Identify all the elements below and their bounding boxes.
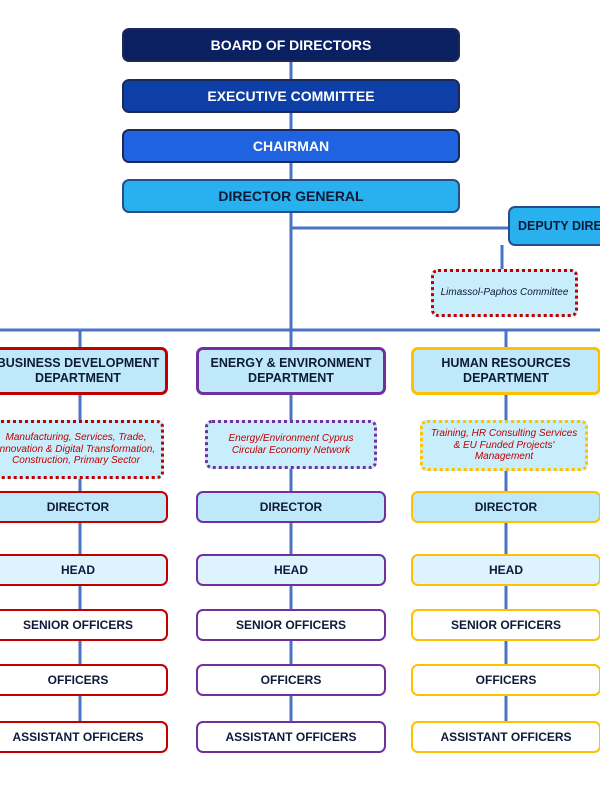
energy-senior-officers-box: SENIOR OFFICERS — [196, 609, 386, 641]
hr-director-box: DIRECTOR — [411, 491, 600, 523]
energy-environment-network: Energy/Environment Cyprus Circular Econo… — [205, 420, 377, 469]
business-officers-box: OFFICERS — [0, 664, 168, 696]
limassol-paphos-committee-box: Limassol-Paphos Committee — [431, 269, 578, 317]
hr-assistant-officers-box: ASSISTANT OFFICERS — [411, 721, 600, 753]
executive-committee-box: EXECUTIVE COMMITTEE — [122, 79, 460, 113]
hr-senior-officers-box: SENIOR OFFICERS — [411, 609, 600, 641]
board-of-directors-box: BOARD OF DIRECTORS — [122, 28, 460, 62]
human-resources-department: HUMAN RESOURCES DEPARTMENT — [411, 347, 600, 395]
business-head-box: HEAD — [0, 554, 168, 586]
energy-director-box: DIRECTOR — [196, 491, 386, 523]
business-director-box: DIRECTOR — [0, 491, 168, 523]
energy-environment-department: ENERGY & ENVIRONMENT DEPARTMENT — [196, 347, 386, 395]
hr-officers-box: OFFICERS — [411, 664, 600, 696]
energy-assistant-officers-box: ASSISTANT OFFICERS — [196, 721, 386, 753]
energy-officers-box: OFFICERS — [196, 664, 386, 696]
director-general-box: DIRECTOR GENERAL — [122, 179, 460, 213]
business-senior-officers-box: SENIOR OFFICERS — [0, 609, 168, 641]
energy-head-box: HEAD — [196, 554, 386, 586]
business-development-sectors: Manufacturing, Services, Trade, Innovati… — [0, 420, 164, 479]
deputy-director-label: DEPUTY DIRE — [518, 218, 600, 233]
business-assistant-officers-box: ASSISTANT OFFICERS — [0, 721, 168, 753]
chairman-box: CHAIRMAN — [122, 129, 460, 163]
deputy-director-box: DEPUTY DIRE — [508, 206, 600, 246]
human-resources-services: Training, HR Consulting Services & EU Fu… — [420, 420, 588, 471]
business-development-department: BUSINESS DEVELOPMENT DEPARTMENT — [0, 347, 168, 395]
hr-head-box: HEAD — [411, 554, 600, 586]
